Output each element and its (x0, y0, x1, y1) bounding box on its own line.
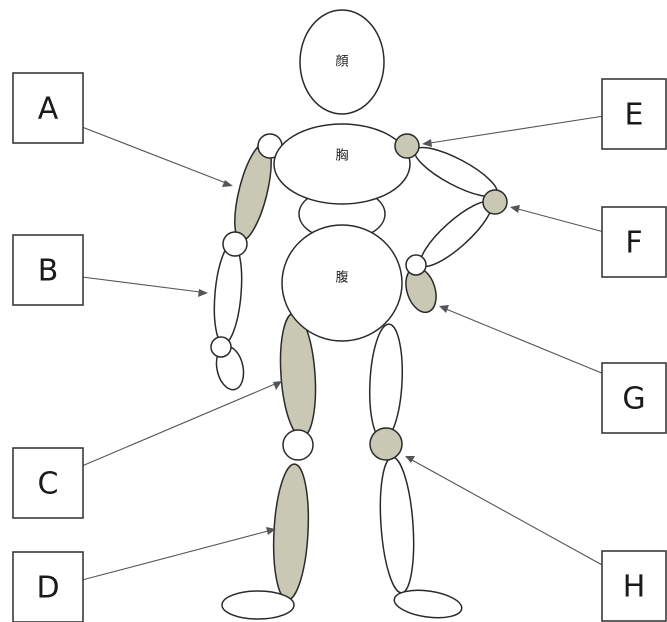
left-elbow-joint-shaded (482, 189, 508, 215)
label-b-text: B (38, 254, 59, 289)
right-foot (221, 590, 295, 620)
label-g-text: G (622, 382, 645, 417)
label-d-text: D (36, 571, 59, 606)
arrowhead-g (439, 305, 449, 313)
leader-h (411, 459, 605, 567)
leader-d (81, 530, 269, 581)
label-box-a: A (12, 72, 84, 144)
leader-lines (81, 115, 605, 581)
label-box-g: G (601, 362, 667, 434)
belly-text: 腹 (335, 270, 348, 286)
leader-g (445, 308, 605, 375)
arrowhead-c (273, 381, 282, 390)
label-box-c: C (12, 447, 84, 519)
label-c-text: C (38, 467, 59, 502)
chest-text: 胸 (335, 149, 348, 164)
left-thigh (368, 323, 404, 441)
arrowhead-d (266, 527, 276, 535)
right-wrist-joint (210, 336, 232, 358)
chest (273, 123, 411, 205)
leader-a (81, 126, 227, 184)
label-box-e: E (601, 78, 667, 150)
right-elbow-joint (222, 231, 248, 257)
right-knee-joint (282, 429, 314, 461)
left-wrist-joint (405, 254, 427, 276)
label-a-text: A (38, 92, 59, 127)
label-box-h: H (601, 550, 667, 622)
label-box-d: D (12, 551, 84, 622)
label-f-text: F (625, 226, 642, 261)
leader-c (81, 383, 276, 467)
right-shin-shaded (272, 463, 310, 601)
left-shoulder-joint-shaded (394, 133, 420, 159)
right-forearm (213, 243, 243, 345)
leader-b (81, 276, 201, 293)
label-h-text: H (623, 570, 646, 605)
leader-e (429, 115, 605, 144)
arrowhead-f (510, 205, 520, 213)
label-box-b: B (12, 234, 84, 306)
arrowhead-h (405, 456, 415, 463)
arrowhead-e (422, 139, 432, 147)
left-shin (379, 456, 415, 594)
head (299, 9, 385, 115)
left-knee-joint-shaded (369, 427, 403, 461)
label-box-f: F (601, 206, 667, 278)
arrowhead-a (222, 180, 233, 187)
belly (281, 224, 403, 342)
head-text: 顔 (335, 55, 348, 70)
left-foot (393, 589, 463, 619)
leader-f (517, 208, 605, 233)
arrowhead-b (198, 289, 208, 297)
label-e-text: E (625, 98, 644, 133)
